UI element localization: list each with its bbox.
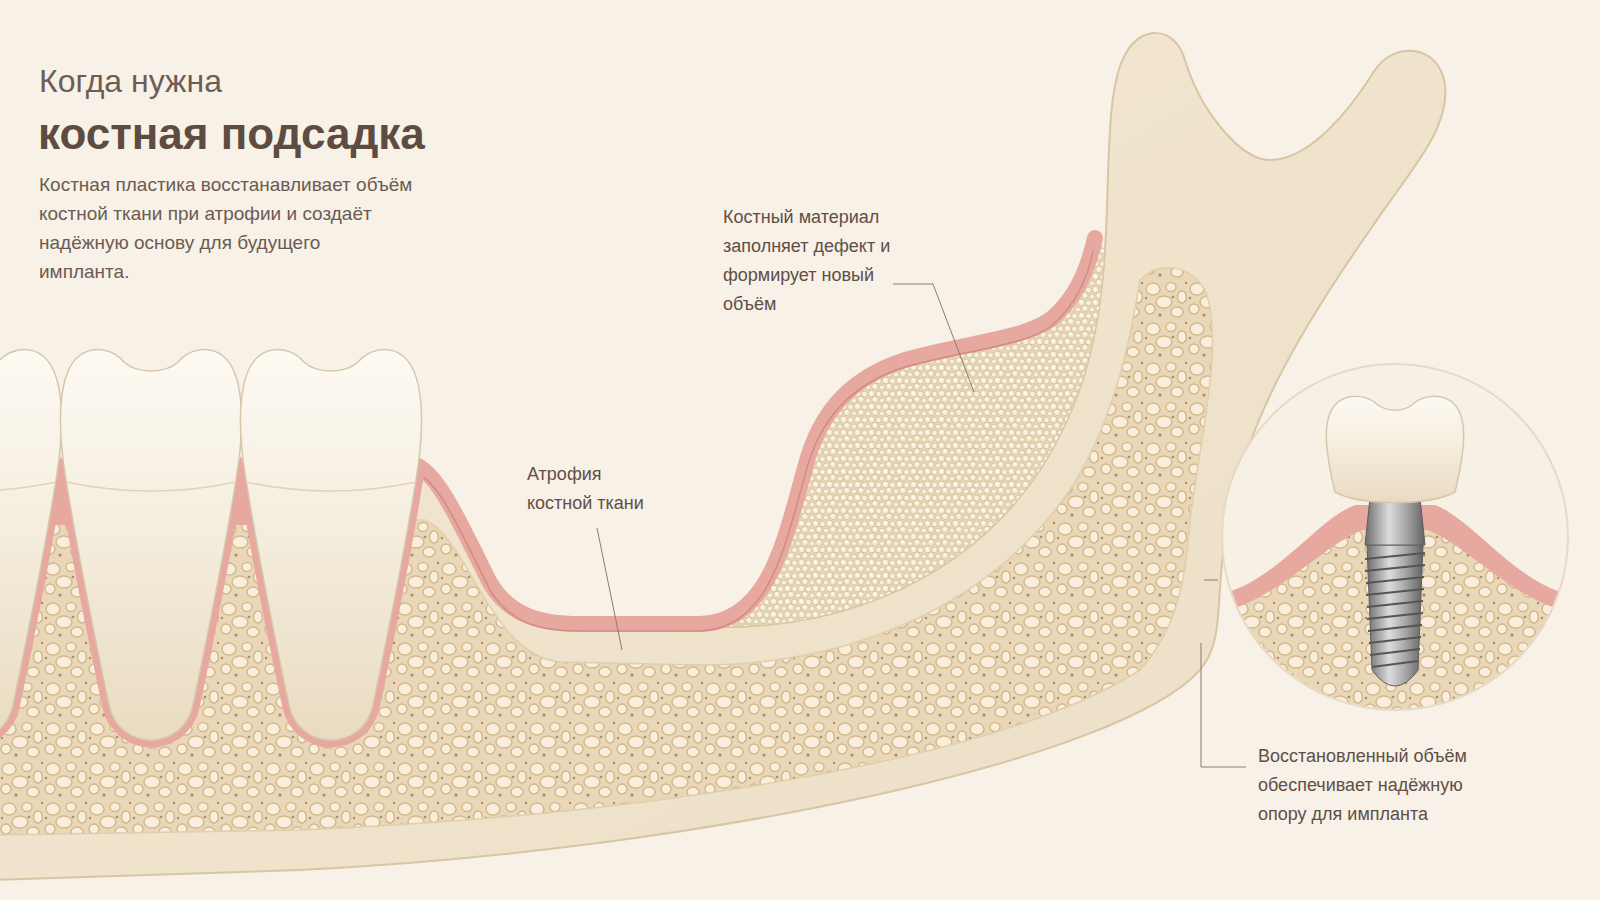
implant-crown (1326, 396, 1463, 502)
implant-threads (1365, 553, 1425, 667)
inset-bone (1210, 528, 1580, 730)
leader-tick (1204, 580, 1218, 581)
tooth-socket (240, 468, 421, 740)
leader-lines (597, 284, 1246, 767)
title: костная подсадка (38, 108, 425, 160)
leader-line (893, 284, 974, 392)
tooth-sockets (0, 468, 422, 740)
tooth-neck-line (0, 482, 416, 491)
implant-inset (1210, 364, 1580, 730)
cortical-bone (0, 33, 1445, 880)
callout-label: Атрофия костной ткани (527, 460, 662, 518)
leader-line (1201, 643, 1246, 767)
teeth (0, 349, 422, 740)
tooth (0, 349, 62, 740)
callout-label: Восстановленный объём обеспечивает надёж… (1258, 742, 1503, 829)
kicker: Когда нужна (39, 62, 439, 100)
tooth (240, 349, 421, 740)
mandible (0, 33, 1445, 880)
callout-label: Костный материал заполняет дефект и форм… (723, 203, 891, 319)
tooth (60, 349, 241, 740)
leader-line (597, 528, 622, 650)
description: Костная пластика восстанавливает объём к… (39, 170, 414, 286)
implant-abutment (1365, 498, 1425, 545)
tooth-socket (60, 468, 241, 740)
